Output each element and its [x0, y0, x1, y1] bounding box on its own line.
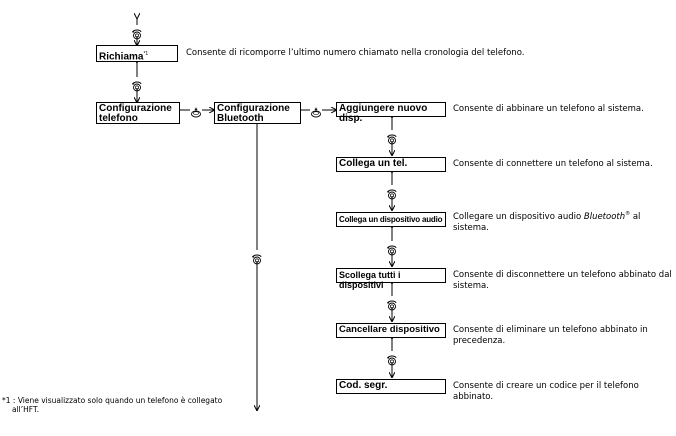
- desc-collega-tel: Consente di connettere un telefono al si…: [453, 159, 653, 169]
- cod-segr-label: Cod. segr.: [339, 380, 388, 391]
- collega-tel-label: Collega un tel.: [339, 158, 408, 169]
- config-bt-label-line1: Configurazione: [217, 103, 290, 114]
- footnote-ref: *1: [143, 51, 149, 57]
- knob-rotate-icon: [131, 25, 143, 40]
- menu-box-cancellare: Cancellare dispositivo: [336, 323, 446, 338]
- config-tel-label-line2: telefono: [99, 113, 138, 124]
- desc-aggiungere: Consente di abbinare un telefono al sist…: [453, 104, 644, 114]
- knob-press-icon: [190, 103, 202, 118]
- knob-rotate-icon: [386, 296, 398, 311]
- desc-cancellare: Consente di eliminare un telefono abbina…: [453, 325, 648, 346]
- richiama-label: Richiama: [99, 51, 144, 63]
- menu-box-richiama: Richiama*1: [96, 45, 178, 62]
- desc-scollega: Consente di disconnettere un telefono ab…: [453, 270, 672, 291]
- knob-rotate-icon: [386, 351, 398, 366]
- aggiungere-label: Aggiungere nuovo disp.: [339, 103, 428, 124]
- footnote: *1 : Viene visualizzato solo quando un t…: [2, 396, 222, 414]
- menu-box-scollega: Scollega tutti i dispositivi: [336, 268, 446, 290]
- config-tel-label-line1: Configurazione: [99, 103, 172, 114]
- knob-rotate-icon: [386, 241, 398, 256]
- collega-audio-label: Collega un dispositivo audio: [339, 215, 443, 224]
- menu-box-configurazione-bluetooth: Configurazione Bluetooth: [214, 102, 301, 124]
- footnote-line1: *1 : Viene visualizzato solo quando un t…: [2, 396, 223, 405]
- knob-rotate-icon: [386, 130, 398, 145]
- menu-box-cod-segr: Cod. segr.: [336, 379, 446, 394]
- knob-rotate-icon: [251, 250, 263, 265]
- knob-rotate-icon: [386, 185, 398, 200]
- desc-richiama: Consente di ricomporre l’ultimo numero c…: [186, 48, 525, 58]
- desc-collega-audio: Collegare un dispositivo audio Bluetooth…: [453, 211, 641, 233]
- cancellare-label: Cancellare dispositivo: [339, 324, 440, 335]
- menu-box-collega-audio: Collega un dispositivo audio: [336, 212, 446, 227]
- menu-box-configurazione-telefono: Configurazione telefono: [96, 102, 180, 124]
- footnote-line2: all’HFT.: [12, 405, 40, 414]
- knob-press-icon: [310, 103, 322, 118]
- desc-cod-segr: Consente di creare un codice per il tele…: [453, 381, 639, 402]
- menu-box-collega-tel: Collega un tel.: [336, 157, 446, 172]
- knob-rotate-icon: [131, 77, 143, 92]
- config-bt-label-line2: Bluetooth: [217, 113, 264, 124]
- menu-box-aggiungere: Aggiungere nuovo disp.: [336, 102, 446, 124]
- scollega-label: Scollega tutti i dispositivi: [339, 270, 401, 290]
